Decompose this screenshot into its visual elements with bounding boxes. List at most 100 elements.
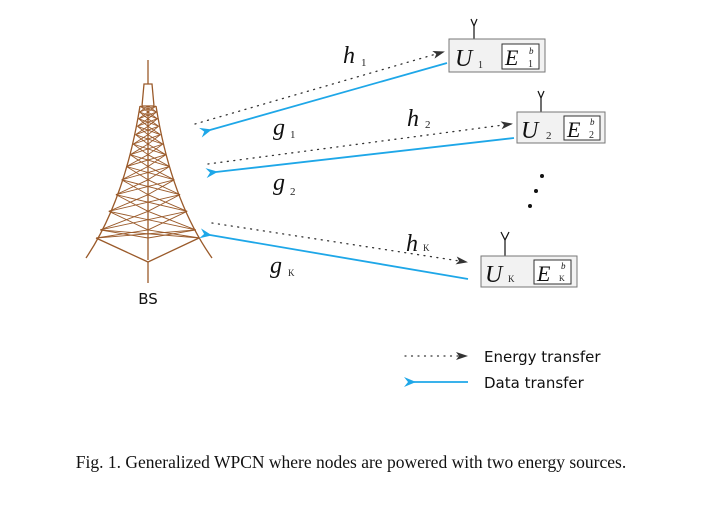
tower-lattice-strut <box>121 166 170 181</box>
hk-sub: K <box>423 243 430 253</box>
g1-sub: 1 <box>290 129 296 141</box>
tower-lattice-strut <box>96 229 196 239</box>
energy-links <box>194 50 513 265</box>
tower-lattice-strut <box>108 210 149 231</box>
data-links <box>199 62 515 280</box>
user-1-sub: 1 <box>478 60 483 71</box>
tower-lattice-strut <box>135 134 149 145</box>
tower-lattice-strut <box>126 166 149 181</box>
tower-lattice-strut <box>129 143 149 156</box>
data-link-k <box>199 228 469 280</box>
user-node-2: U 2 E b 2 <box>516 90 606 144</box>
tower-lattice-strut <box>147 125 161 136</box>
tower-lattice-strut <box>147 194 181 212</box>
tower-lattice-strut <box>138 118 159 127</box>
tower-lattice-strut <box>147 210 188 231</box>
user-k-sub: K <box>508 274 515 284</box>
tower-lattice-strut <box>147 118 159 127</box>
energy-battery-1 <box>501 43 540 70</box>
user-k-label: U <box>485 262 504 288</box>
hk-label: h <box>406 231 418 257</box>
tower-lattice-strut <box>147 154 167 167</box>
tower-lattice-strut <box>108 194 149 212</box>
gk-label: g <box>270 253 282 279</box>
tower-lattice-strut <box>137 118 158 127</box>
tower-lattice-strut <box>115 194 188 212</box>
energy-link-2 <box>207 121 513 165</box>
tower-lattice-strut <box>147 179 181 196</box>
energy-k-sub: K <box>559 274 565 283</box>
tower-lattice-strut <box>100 210 149 231</box>
tower-lattice-strut <box>126 166 175 181</box>
gk-sub: K <box>288 268 295 278</box>
legend-energy-label: Energy transfer <box>484 348 601 366</box>
antenna-icon <box>537 90 545 112</box>
tower-lattice-strut <box>147 125 159 136</box>
tower-lattice-strut <box>135 134 163 145</box>
tower-lattice-strut <box>147 179 175 196</box>
energy-2-sub: 2 <box>589 130 594 141</box>
tower-lattice-strut <box>147 143 167 156</box>
data-link-1 <box>199 62 448 138</box>
tower-lattice-strut <box>121 179 181 196</box>
legend: Energy transfer Data transfer <box>404 348 601 392</box>
tower-lattice-strut <box>100 210 188 231</box>
g2-label: g <box>273 170 285 196</box>
tower-lattice-strut <box>135 125 159 136</box>
h1-sub: 1 <box>361 57 367 69</box>
tower-lattice-strut <box>137 118 149 127</box>
energy-1-label: E <box>504 45 519 70</box>
tower-lattice-strut <box>130 143 163 156</box>
tower-lattice-strut <box>147 143 164 156</box>
tower-lattice-strut <box>121 166 149 181</box>
g1-label: g <box>273 115 285 141</box>
tower-lattice-strut <box>147 105 157 113</box>
user-node-k: U K E b K <box>480 231 578 288</box>
tower-lattice-strut <box>126 154 149 167</box>
tower-lattice-strut <box>133 143 166 156</box>
tower-lattice-strut <box>121 179 149 196</box>
more-users-ellipsis-icon <box>528 174 544 208</box>
tower-lattice-strut <box>133 134 161 145</box>
g2-sub: 2 <box>290 186 296 198</box>
tower-lattice-strut <box>147 111 158 120</box>
tower-lattice-strut <box>115 179 149 196</box>
tower-lattice-strut <box>147 166 170 181</box>
energy-link-1 <box>194 50 445 125</box>
tower-lattice-strut <box>139 105 157 113</box>
tower-lattice-strut <box>147 229 200 239</box>
tower-lattice-strut <box>139 105 149 113</box>
energy-2-label: E <box>566 117 581 142</box>
tower-lattice-strut <box>147 210 196 231</box>
antenna-icon <box>500 231 510 256</box>
tower-lattice-strut <box>135 125 149 136</box>
tower-lattice-strut <box>132 134 149 145</box>
energy-1-sup: b <box>529 46 534 56</box>
data-link-2 <box>205 137 515 179</box>
tower-lattice-strut <box>147 194 188 212</box>
tower-lattice-strut <box>108 210 196 231</box>
tower-lattice-strut <box>115 179 175 196</box>
energy-k-sup: b <box>561 261 566 271</box>
tower-lattice-strut <box>137 125 149 136</box>
user-2-label: U <box>521 118 540 144</box>
tower-lattice-strut <box>130 154 170 167</box>
tower-lattice-strut <box>96 229 149 239</box>
energy-battery-2 <box>563 115 601 141</box>
antenna-icon <box>470 18 478 39</box>
tower-lattice-strut <box>115 194 149 212</box>
user-node-1: U 1 E b 1 <box>448 18 546 73</box>
h1-label: h <box>343 43 355 69</box>
tower-lattice-strut <box>108 194 181 212</box>
tower-lattice-strut <box>132 143 149 156</box>
tower-lattice-strut <box>147 134 161 145</box>
tower-lattice-strut <box>147 154 170 167</box>
tower-lattice-strut <box>129 154 149 167</box>
tower-lattice-strut <box>147 166 175 181</box>
tower-lattice-strut <box>137 125 161 136</box>
bs-label: BS <box>138 290 158 308</box>
tower-lattice-strut <box>138 111 149 120</box>
h2-sub: 2 <box>425 119 431 131</box>
tower-lattice-strut <box>126 154 166 167</box>
